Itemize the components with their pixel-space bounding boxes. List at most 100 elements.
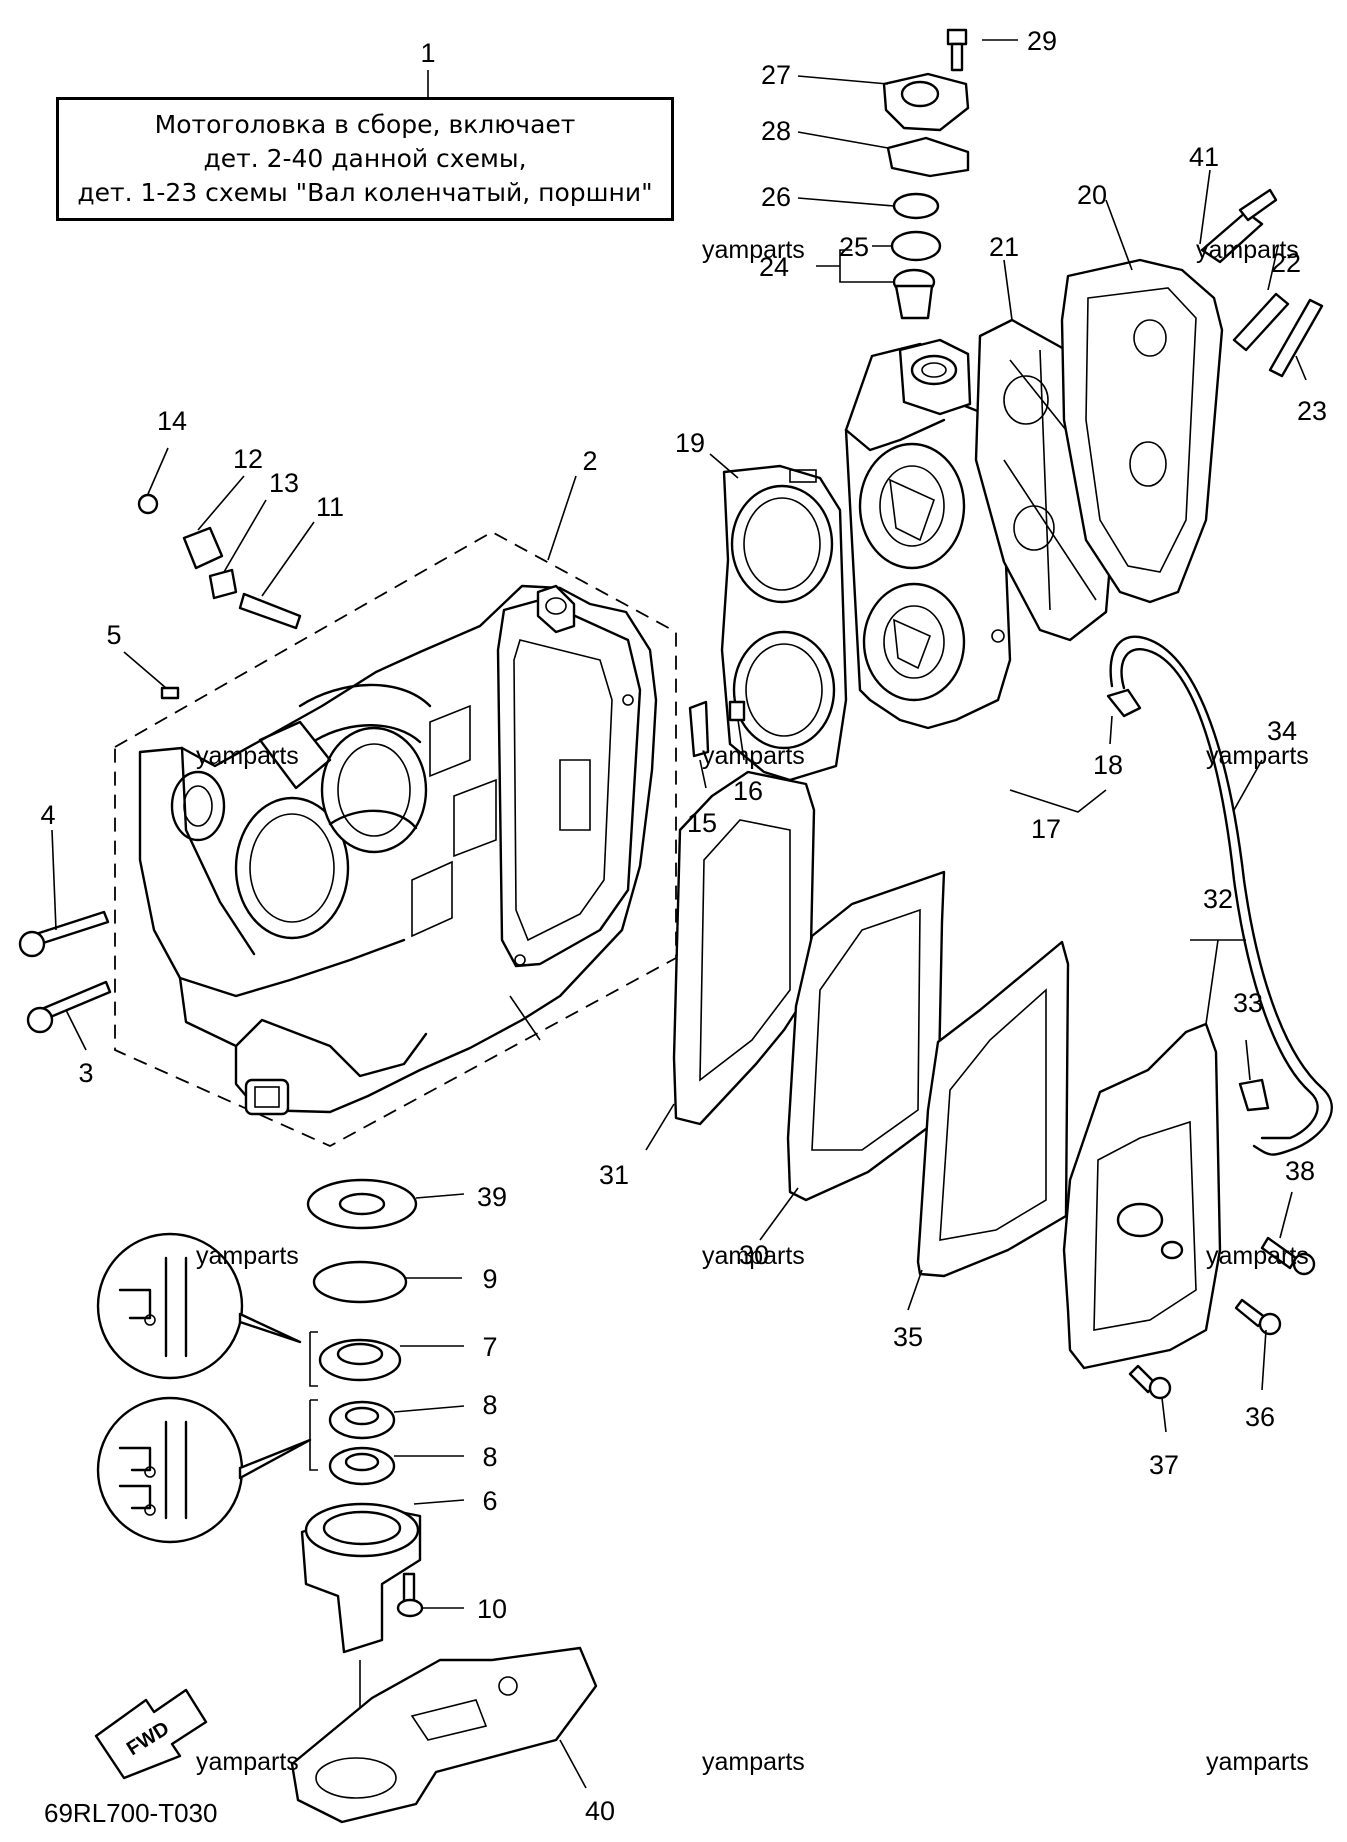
label-40: 40: [585, 1796, 615, 1826]
label-1: 1: [420, 38, 435, 68]
label-17: 17: [1031, 814, 1061, 844]
bolt-38-icon: [1260, 1236, 1298, 1270]
watermark: yamparts: [1206, 742, 1309, 770]
label-11: 11: [316, 492, 344, 522]
washer-39-icon: [306, 1178, 418, 1230]
label-16: 16: [733, 776, 763, 806]
bearing-8b-icon: [328, 1446, 396, 1486]
leader-lines: [51, 39, 1307, 1789]
label-23: 23: [1297, 396, 1327, 426]
label-4: 4: [40, 800, 55, 830]
label-12: 12: [233, 444, 263, 474]
crankcase-assembly: [114, 530, 677, 1148]
fwd-arrow-icon: FWD: [94, 1688, 208, 1780]
label-22: 22: [1271, 248, 1301, 278]
screw-10-icon: [396, 1572, 424, 1618]
watermark: yamparts: [196, 1748, 299, 1776]
bearing-8a-icon: [328, 1400, 396, 1440]
label-9: 9: [482, 1264, 497, 1294]
label-26: 26: [761, 182, 791, 212]
plate-12-icon: [182, 526, 224, 570]
label-15: 15: [687, 808, 717, 838]
watermark: yamparts: [702, 236, 805, 264]
gasket-35: [916, 940, 1070, 1278]
label-20: 20: [1077, 180, 1107, 210]
label-36: 36: [1245, 1402, 1275, 1432]
housing-6-icon: [300, 1502, 422, 1654]
part-labels: 1 2 3 4 5 6 7 8 8 9 10 11 12 13 14 15 16…: [40, 26, 1327, 1826]
label-8b: 8: [482, 1442, 497, 1472]
assembly-note-box: Мотоголовка в сборе, включает дет. 2-40 …: [56, 97, 674, 221]
cylinder-head: [844, 338, 1012, 730]
bushing-13-icon: [208, 568, 238, 600]
label-10: 10: [477, 1594, 507, 1624]
plate-30: [786, 870, 946, 1202]
nipple-16-icon: [728, 700, 746, 722]
bolt-23-icon: [1268, 298, 1324, 378]
label-28: 28: [761, 116, 791, 146]
label-27: 27: [761, 60, 791, 90]
label-5: 5: [106, 620, 121, 650]
label-19: 19: [675, 428, 705, 458]
bolt-29-icon: [946, 28, 968, 72]
label-39: 39: [477, 1182, 507, 1212]
watermark: yamparts: [1206, 1748, 1309, 1776]
head-cover: [1060, 258, 1224, 604]
label-6: 6: [482, 1486, 497, 1516]
head-gasket: [720, 464, 848, 782]
label-8a: 8: [482, 1390, 497, 1420]
watermark: yamparts: [1206, 1242, 1309, 1270]
elbow-33-icon: [1238, 1078, 1270, 1112]
label-13: 13: [269, 468, 299, 498]
joint-18-icon: [1106, 688, 1142, 718]
watermark: yamparts: [702, 742, 805, 770]
intake-gasket-31: [672, 770, 816, 1126]
label-32: 32: [1203, 884, 1233, 914]
label-37: 37: [1149, 1450, 1179, 1480]
watermark: yamparts: [196, 742, 299, 770]
label-14: 14: [157, 406, 187, 436]
oring-9-icon: [312, 1260, 408, 1304]
hose: [1109, 635, 1333, 1156]
oil-seal-7-icon: [318, 1338, 402, 1382]
thermostat-cover: [882, 72, 970, 132]
label-24: 24: [759, 252, 789, 282]
watermark: yamparts: [702, 1242, 805, 1270]
watermark: yamparts: [702, 1748, 805, 1776]
shaft-11-icon: [238, 592, 302, 630]
detail-bearing-orientation: [96, 1396, 318, 1544]
ring-26-icon: [892, 192, 940, 220]
label-2: 2: [582, 446, 597, 476]
gasket-40-icon: [290, 1646, 598, 1824]
label-18: 18: [1093, 750, 1123, 780]
assembly-note-line-2: дет. 2-40 данной схемы,: [203, 144, 527, 173]
watermark: yamparts: [1196, 236, 1299, 264]
label-33: 33: [1233, 988, 1263, 1018]
diagram-code: 69RL700-T030: [44, 1798, 217, 1828]
label-25: 25: [839, 232, 869, 262]
label-31: 31: [599, 1160, 629, 1190]
exhaust-cover: [1062, 1022, 1222, 1370]
label-30: 30: [739, 1240, 769, 1270]
label-38: 38: [1285, 1156, 1315, 1186]
seal-25-icon: [890, 230, 942, 262]
bolt-4-icon: [18, 910, 110, 958]
label-41: 41: [1189, 142, 1219, 172]
label-29: 29: [1027, 26, 1057, 56]
bolt-3-icon: [26, 980, 112, 1034]
label-34: 34: [1267, 716, 1297, 746]
label-21: 21: [989, 232, 1019, 262]
label-35: 35: [893, 1322, 923, 1352]
assembly-note-line-1: Мотоголовка в сборе, включает: [154, 110, 576, 139]
label-3: 3: [78, 1058, 93, 1088]
watermarks: yamparts yamparts yamparts yamparts yamp…: [196, 236, 1309, 1776]
label-7: 7: [482, 1332, 497, 1362]
sensor-41-icon: [1200, 188, 1278, 264]
bolt-22-icon: [1232, 292, 1290, 352]
watermark: yamparts: [196, 1242, 299, 1270]
clip-15-icon: [688, 700, 710, 758]
assembly-note-line-3: дет. 1-23 схемы "Вал коленчатый, поршни": [77, 178, 653, 207]
pin-5-icon: [160, 686, 180, 700]
screw-14-icon: [137, 493, 159, 515]
